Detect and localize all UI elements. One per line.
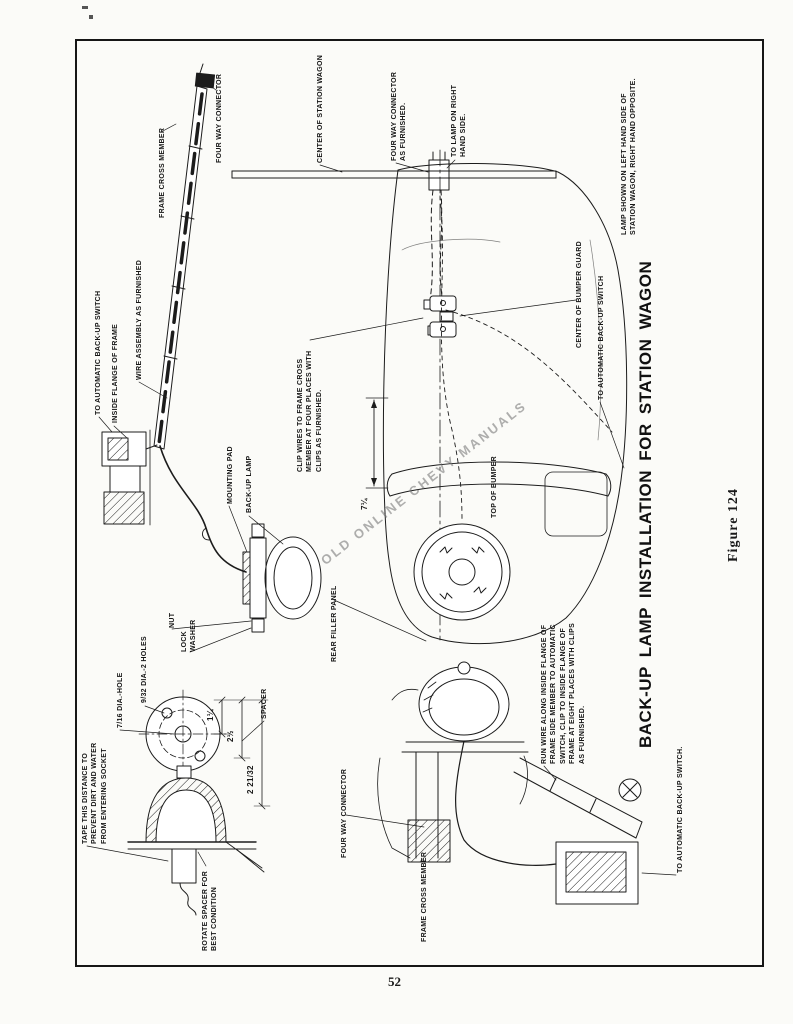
label-four-way-connector-bottom: FOUR WAY CONNECTOR: [341, 768, 348, 858]
label-center-of-bumper-guard: CENTER OF BUMPER GUARD: [576, 241, 583, 348]
label-to-automatic-switch-upper: TO AUTOMATIC BACK-UP SWITCH: [95, 290, 102, 415]
figure-caption: Figure 124: [726, 488, 741, 562]
label-mounting-pad: MOUNTING PAD: [227, 446, 234, 504]
label-frame-cross-member-bottom: FRAME CROSS MEMBER: [421, 851, 428, 942]
label-dia-7-16: 7/16 DIA.-HOLE: [117, 672, 124, 728]
label-lamp-shown-note: LAMP SHOWN ON LEFT HAND SIDE OF STATION …: [621, 78, 638, 235]
label-to-automatic-switch-bottom: TO AUTOMATIC BACK-UP SWITCH.: [677, 746, 684, 873]
label-top-of-bumper: TOP OF BUMPER: [491, 456, 498, 518]
label-nut: NUT: [169, 612, 176, 628]
label-lock-washer: LOCK WASHER: [181, 619, 198, 652]
label-back-up-lamp: BACK-UP LAMP: [246, 455, 253, 513]
label-to-lamp-on-right: TO LAMP ON RIGHT HAND SIDE.: [451, 84, 468, 157]
label-center-of-station-wagon: CENTER OF STATION WAGON: [317, 54, 324, 163]
label-to-automatic-switch-right: TO AUTOMATIC BACK-UP SWITCH: [598, 275, 605, 400]
label-tape-note: TAPE THIS DISTANCE TO PREVENT DIRT AND W…: [82, 742, 108, 845]
figure-title: BACK-UP LAMP INSTALLATION FOR STATION WA…: [636, 260, 655, 748]
label-four-way-connector-as-furnished: FOUR WAY CONNECTOR AS FURNISHED.: [391, 71, 408, 161]
label-clip-wires-note: CLIP WIRES TO FRAME CROSS MEMBER AT FOUR…: [297, 350, 323, 472]
label-dim-1-1-4: 1¼: [206, 709, 215, 721]
label-run-wire-note: RUN WIRE ALONG INSIDE FLANGE OF FRAME SI…: [541, 622, 586, 764]
label-spacer: SPACER: [261, 688, 268, 719]
label-rear-filler-panel: REAR FILLER PANEL: [331, 585, 338, 662]
label-wire-assembly-as-furnished: WIRE ASSEMBLY AS FURNISHED: [136, 259, 143, 380]
label-dim-2-1-2: 2½: [226, 730, 235, 742]
label-rotate-spacer-note: ROTATE SPACER FOR BEST CONDITION: [202, 870, 219, 951]
label-frame-cross-member-top: FRAME CROSS MEMBER: [159, 127, 166, 218]
figure-border: [75, 39, 764, 967]
page-number: 52: [388, 974, 401, 989]
label-four-way-connector-top: FOUR WAY CONNECTOR: [216, 73, 223, 163]
scan-artifact: [82, 6, 88, 9]
label-inside-flange-of-frame: INSIDE FLANGE OF FRAME: [112, 323, 119, 423]
label-dim-7-1-4: 7¼: [360, 498, 369, 510]
label-dia-9-32: 9/32 DIA.-2 HOLES: [141, 636, 148, 703]
label-dim-2-21-32: 2 21/32: [246, 765, 255, 794]
scan-artifact: [89, 15, 93, 19]
